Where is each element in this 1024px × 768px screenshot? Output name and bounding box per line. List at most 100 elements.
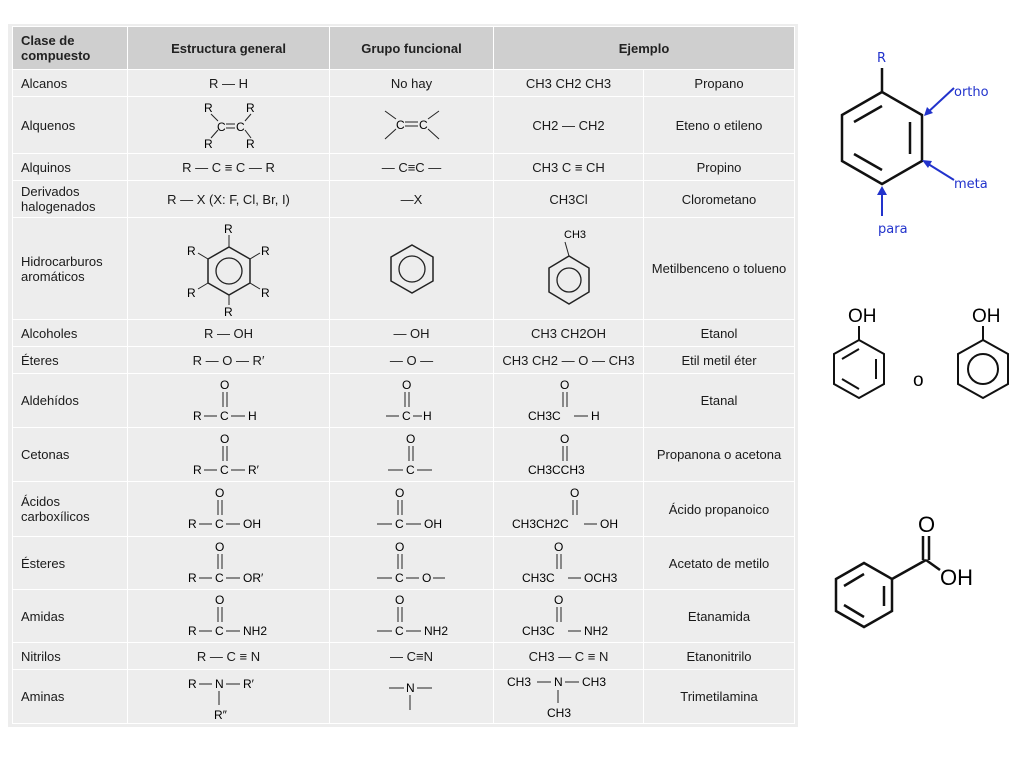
svg-text:CH3C: CH3C — [522, 571, 555, 585]
table-row: Alcoholes R — OH — OH CH3 CH2OH Etanol — [12, 319, 796, 347]
row-clase: Alquenos — [12, 96, 128, 154]
svg-text:O: O — [215, 593, 224, 607]
table-row: Ésteres O R C OR′ O — [12, 536, 796, 590]
row-nombre: Propano — [642, 69, 796, 97]
row-nombre: Acetato de metilo — [642, 536, 796, 590]
svg-text:C: C — [419, 118, 428, 132]
table-row: Aldehídos O R C H O — [12, 373, 796, 428]
table-row: Amidas O R C NH2 O — [12, 589, 796, 643]
row-grupo-drawing: O C NH2 — [329, 589, 494, 643]
svg-text:H: H — [248, 409, 257, 423]
row-nombre: Propanona o acetona — [642, 427, 796, 482]
row-ejemplo-drawing: O CH3C NH2 — [493, 589, 644, 643]
svg-text:R: R — [187, 244, 196, 258]
svg-text:N: N — [406, 681, 415, 695]
table-row: Cetonas O R C R′ O — [12, 427, 796, 482]
svg-text:C: C — [406, 463, 415, 477]
table-row: Éteres R — O — R′ — O — CH3 CH2 — O — CH… — [12, 346, 796, 374]
svg-text:O: O — [402, 378, 411, 392]
svg-text:O: O — [560, 378, 569, 392]
ester-general-structure: O R C OR′ — [188, 540, 264, 585]
svg-text:R′: R′ — [248, 463, 260, 477]
row-ejemplo: CH3Cl — [493, 180, 644, 218]
svg-text:CH3: CH3 — [582, 675, 606, 689]
svg-text:C: C — [395, 571, 404, 585]
svg-text:R: R — [246, 101, 255, 115]
ortho-arrow-icon — [925, 87, 955, 115]
row-grupo-drawing: O C OH — [329, 481, 494, 537]
row-ejemplo-drawing: O CH3C H — [493, 373, 644, 428]
svg-text:O: O — [554, 593, 563, 607]
svg-text:C: C — [215, 517, 224, 531]
row-estructura: R — OH — [127, 319, 330, 347]
row-grupo-drawing: O C H — [329, 373, 494, 428]
row-clase: Aminas — [12, 669, 128, 724]
hydroxyl-oh-label: OH — [940, 565, 973, 590]
row-estructura: R — H — [127, 69, 330, 97]
svg-text:R: R — [188, 624, 197, 638]
row-nombre: Etanal — [642, 373, 796, 428]
row-ejemplo-drawing: CH3 N CH3 CH3 — [493, 669, 644, 724]
svg-text:O: O — [395, 540, 404, 554]
row-clase: Ácidos carboxílicos — [12, 481, 128, 537]
ester-functional-group: O C O — [376, 540, 445, 585]
row-grupo: No hay — [329, 69, 494, 97]
table-row: Ácidos carboxílicos O R C OH O — [12, 481, 796, 537]
row-ejemplo: CH2 — CH2 — [493, 96, 644, 154]
table-row: Alquenos R R R R C C — [12, 96, 796, 154]
svg-text:C: C — [236, 120, 245, 134]
propanoic-acid-structure: O CH3CH2C OH — [512, 486, 618, 531]
svg-text:R: R — [193, 463, 202, 477]
svg-text:O: O — [406, 432, 415, 446]
svg-text:OH: OH — [243, 517, 261, 531]
row-clase: Alquinos — [12, 153, 128, 181]
or-label: o — [913, 370, 924, 391]
svg-text:R: R — [246, 137, 255, 150]
row-estructura: R — C ≡ N — [127, 642, 330, 670]
row-estructura: R — O — R′ — [127, 346, 330, 374]
row-grupo-drawing: N — [329, 669, 494, 724]
row-nombre: Etanonitrilo — [642, 642, 796, 670]
row-ejemplo-drawing: O CH3C OCH3 — [493, 536, 644, 590]
svg-text:OH: OH — [424, 517, 442, 531]
svg-text:O: O — [215, 486, 224, 500]
header-ejemplo: Ejemplo — [492, 26, 796, 70]
row-nombre: Etanol — [642, 319, 796, 347]
svg-text:O: O — [570, 486, 579, 500]
row-grupo: — C≡N — [329, 642, 494, 670]
svg-text:N: N — [554, 675, 563, 689]
row-ejemplo: CH3 CH2 CH3 — [493, 69, 644, 97]
row-nombre: Etanamida — [642, 589, 796, 643]
row-estructura: R — X (X: F, Cl, Br, I) — [127, 180, 330, 218]
svg-text:OH: OH — [600, 517, 618, 531]
svg-text:C: C — [215, 571, 224, 585]
row-clase: Aldehídos — [12, 373, 128, 428]
functional-groups-table: Clase de compuesto Estructura general Gr… — [12, 26, 796, 724]
svg-text:R: R — [188, 571, 197, 585]
svg-text:OCH3: OCH3 — [584, 571, 618, 585]
svg-text:H: H — [423, 409, 432, 423]
phenol-structures: OH o OH — [833, 306, 1009, 400]
svg-text:C: C — [215, 624, 224, 638]
svg-text:NH2: NH2 — [584, 624, 608, 638]
aldehyde-general-structure: O R C H — [193, 378, 257, 423]
row-ejemplo-drawing: CH3 — [493, 217, 644, 320]
row-nombre: Metilbenceno o tolueno — [642, 217, 796, 320]
methyl-acetate-structure: O CH3C OCH3 — [522, 540, 618, 585]
svg-text:O: O — [395, 486, 404, 500]
row-grupo: — OH — [329, 319, 494, 347]
svg-text:R: R — [224, 305, 233, 317]
row-clase: Ésteres — [12, 536, 128, 590]
svg-text:C: C — [220, 463, 229, 477]
aldehyde-functional-group: O C H — [385, 378, 432, 423]
row-estructura: R — C ≡ C — R — [127, 153, 330, 181]
row-estructura-drawing: O R C OH — [127, 481, 330, 537]
svg-text:O: O — [215, 540, 224, 554]
row-estructura-drawing: O R C H — [127, 373, 330, 428]
row-grupo-drawing: O C — [329, 427, 494, 482]
svg-text:R: R — [261, 244, 270, 258]
svg-text:O: O — [560, 432, 569, 446]
trimethylamine-structure: CH3 N CH3 CH3 — [507, 675, 606, 720]
row-nombre: Eteno o etileno — [642, 96, 796, 154]
table-row: Derivados halogenados R — X (X: F, Cl, B… — [12, 180, 796, 218]
